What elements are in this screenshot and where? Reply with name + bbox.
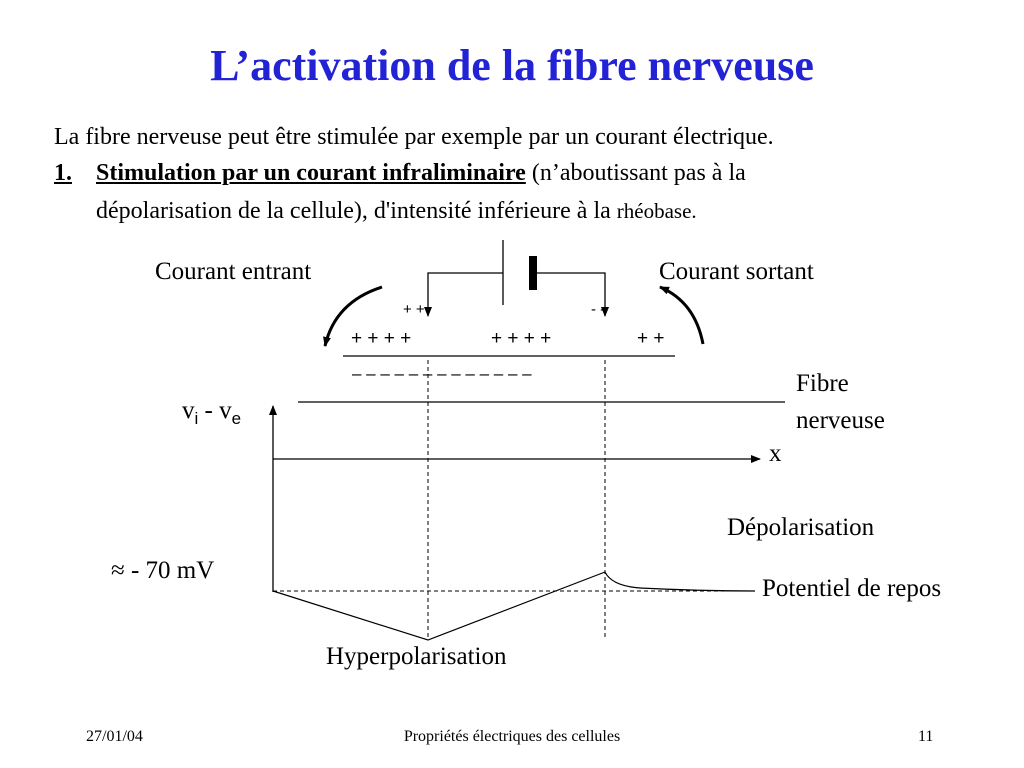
list-item-text-2: dépolarisation de la cellule), d'intensi… [96,198,617,224]
y-axis-label-v: v [182,397,195,424]
circuit-wire-left [424,272,503,317]
membrane-minus-charges: – – – – – – – – – – – – – [352,364,532,383]
slide-title: L’activation de la fibre nerveuse [210,41,814,90]
resting-value-label: ≈ - 70 mV [111,557,215,584]
footer-date: 27/01/04 [86,728,143,745]
list-item-heading: Stimulation par un courant infraliminair… [96,160,526,186]
current-in-label: Courant entrant [155,258,312,285]
rheobase-term: rhéobase. [616,199,697,223]
membrane-plus-charges-right: + + [637,328,665,349]
x-axis-label: x [769,440,782,467]
list-item-text: (n’aboutissant pas à la [525,160,746,186]
list-item-line-2: dépolarisation de la cellule), d'intensi… [96,198,697,225]
footer-title: Propriétés électriques des cellules [403,728,621,745]
potential-curve [272,571,606,641]
current-out-arrow [659,285,705,345]
resting-potential-label: Potentiel de repos [762,575,942,602]
intro-text: La fibre nerveuse peut être stimulée par… [54,124,774,150]
battery-thick-plate [529,256,537,290]
plus-charges-near-electrode: + + [403,301,425,318]
list-item-line-1: Stimulation par un courant infraliminair… [96,160,746,187]
list-number: 1. [54,160,72,186]
circuit-wire-right [537,272,609,317]
current-out-label: Courant sortant [659,258,814,285]
y-axis-label-sub-e: e [231,409,242,428]
y-axis-label-mid: - v [198,397,232,424]
minus-charges-near-electrode: - - [591,301,606,318]
membrane-plus-charges-middle: + + + + [491,328,552,349]
membrane-plus-charges-left: + + + + [351,328,412,349]
fiber-label-line-1: Fibre [796,370,849,397]
fiber-label-line-2: nerveuse [796,407,885,434]
depolarisation-label: Dépolarisation [727,514,875,541]
y-axis-label-sub-i: i [194,409,199,428]
current-in-arrow [323,285,383,347]
page-number: 11 [918,728,934,745]
hyperpolarisation-label: Hyperpolarisation [326,643,507,670]
y-axis-label: vi - ve [182,397,241,429]
potential-curve-decay [604,571,756,592]
